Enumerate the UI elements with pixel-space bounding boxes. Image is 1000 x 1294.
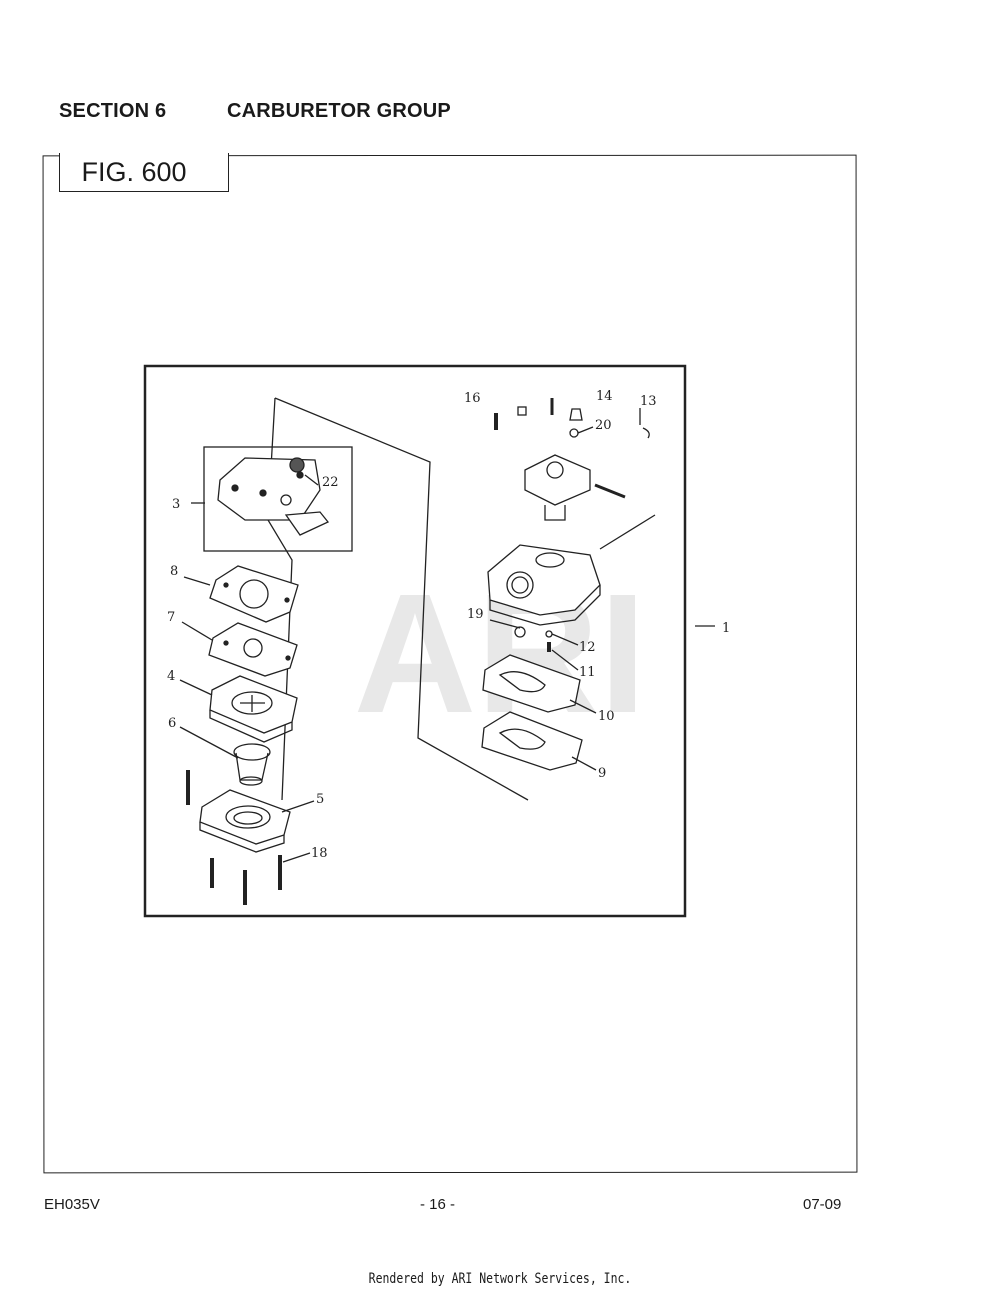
callout-22: 22 bbox=[322, 475, 339, 490]
footer-model: EH035V bbox=[44, 1196, 100, 1213]
part-8-gasket bbox=[209, 565, 299, 623]
part-14-cap bbox=[569, 408, 583, 421]
callout-3: 3 bbox=[172, 497, 180, 512]
part-10-gasket bbox=[482, 654, 581, 713]
leader-8 bbox=[183, 576, 211, 586]
callout-1: 1 bbox=[722, 621, 730, 636]
leader-22 bbox=[304, 474, 319, 486]
leader-5 bbox=[281, 800, 315, 813]
part-3-housing bbox=[217, 457, 330, 536]
callout-11: 11 bbox=[579, 665, 596, 680]
section-title: CARBURETOR GROUP bbox=[227, 100, 451, 122]
callout-18: 18 bbox=[311, 846, 328, 861]
callout-4: 4 bbox=[167, 669, 175, 684]
part-1-carburetor-body bbox=[487, 544, 601, 626]
throttle-assembly bbox=[524, 454, 626, 521]
part-3-box bbox=[203, 446, 353, 552]
callout-19: 19 bbox=[467, 607, 484, 622]
part-4-pump-body bbox=[209, 675, 298, 743]
part-5-cover bbox=[199, 789, 291, 853]
leader-20 bbox=[577, 426, 594, 434]
callout-9: 9 bbox=[598, 766, 606, 781]
callout-5: 5 bbox=[316, 792, 324, 807]
footer-date: 07-09 bbox=[803, 1196, 842, 1213]
leader-7 bbox=[181, 621, 213, 641]
small-nut bbox=[517, 406, 527, 416]
callout-12: 12 bbox=[579, 640, 596, 655]
footer-page-number: - 16 - bbox=[420, 1196, 456, 1213]
figure-label-box: FIG. 600 bbox=[59, 153, 229, 192]
leader-12 bbox=[551, 633, 579, 646]
part-20-nut bbox=[569, 428, 579, 438]
part-6-cup bbox=[233, 743, 271, 786]
callout-14: 14 bbox=[596, 389, 613, 404]
callout-6: 6 bbox=[168, 716, 176, 731]
figure-label: FIG. 600 bbox=[81, 157, 187, 187]
diagram-frame bbox=[143, 364, 687, 918]
leader-body bbox=[599, 514, 656, 550]
callout-10: 10 bbox=[598, 709, 615, 724]
rendered-by-credit: Rendered by ARI Network Services, Inc. bbox=[368, 1271, 632, 1287]
callout-8: 8 bbox=[170, 564, 178, 579]
callout-7: 7 bbox=[167, 610, 175, 625]
section-number: SECTION 6 bbox=[59, 100, 167, 122]
callout-16: 16 bbox=[464, 391, 481, 406]
callout-20: 20 bbox=[595, 418, 612, 433]
leader-10 bbox=[569, 699, 597, 714]
section-header: SECTION 6 CARBURETOR GROUP bbox=[59, 100, 451, 123]
part-22-screen bbox=[289, 457, 305, 473]
leader-11 bbox=[551, 649, 579, 671]
leader-6 bbox=[179, 726, 239, 759]
callout-13: 13 bbox=[640, 394, 657, 409]
part-9-plate bbox=[481, 711, 583, 771]
leader-19 bbox=[489, 619, 521, 629]
leader-9 bbox=[571, 756, 597, 771]
part-19-plug bbox=[514, 626, 526, 638]
bracket-line-right bbox=[274, 397, 529, 801]
leader-18 bbox=[282, 852, 311, 863]
part-7-diaphragm bbox=[208, 622, 298, 677]
leader-4 bbox=[179, 679, 213, 696]
part-13-clip bbox=[642, 427, 650, 439]
